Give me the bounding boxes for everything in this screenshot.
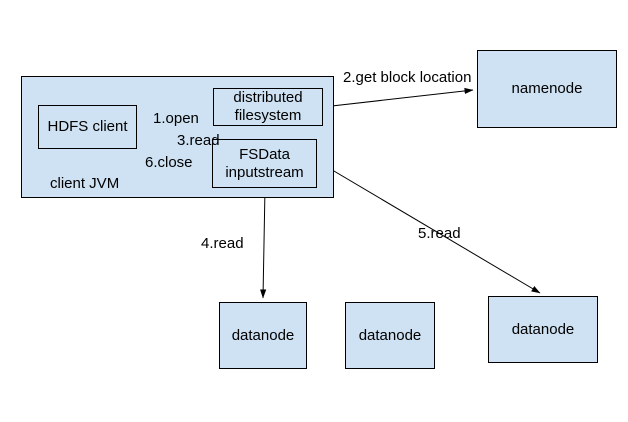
edge-label-3-read: 3.read [177, 132, 220, 149]
hdfs-client-label: HDFS client [47, 118, 128, 135]
fsdata-inputstream-label: FSData inputstream [225, 145, 304, 181]
distributed-filesystem-label: distributed filesystem [233, 89, 303, 124]
client-jvm-label: client JVM [50, 175, 120, 192]
namenode-label: namenode [511, 80, 583, 97]
namenode-box: namenode [477, 50, 617, 128]
edge-label-6-close: 6.close [145, 154, 193, 171]
arrow-2-get-block-location [322, 87, 474, 108]
datanode-1-label: datanode [231, 326, 295, 344]
edge-label-5-read: 5.read [418, 225, 461, 242]
datanode-box-3: datanode [488, 296, 598, 363]
arrow-4-read [260, 187, 267, 299]
fsdata-inputstream-box: FSData inputstream [212, 139, 317, 188]
edge-label-4-read: 4.read [201, 235, 244, 252]
arrow-5-read [316, 160, 541, 294]
datanode-2-label: datanode [358, 326, 422, 344]
datanode-box-2: datanode [345, 302, 435, 369]
distributed-filesystem-box: distributed filesystem [213, 88, 323, 126]
hdfs-client-box: HDFS client [38, 105, 137, 149]
edge-label-1-open: 1.open [153, 110, 199, 127]
datanode-box-1: datanode [219, 302, 307, 369]
datanode-3-label: datanode [511, 320, 575, 338]
edge-label-2-get-block-location: 2.get block location [343, 69, 472, 86]
